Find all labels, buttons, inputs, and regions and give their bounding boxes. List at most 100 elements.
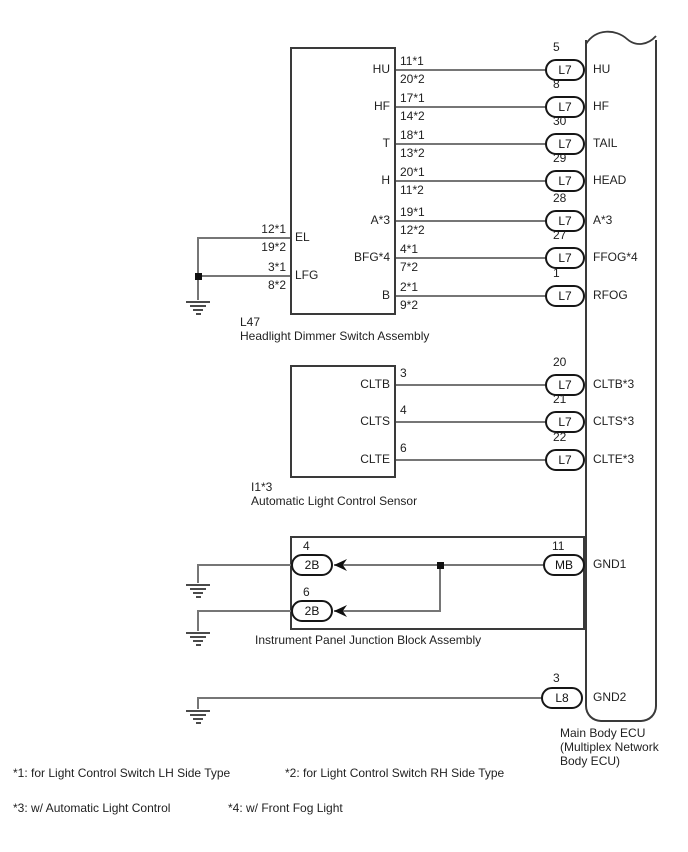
footnote-3: *3: w/ Automatic Light Control bbox=[13, 801, 171, 815]
wire bbox=[197, 237, 290, 239]
ecu-terminal-label: CLTB*3 bbox=[593, 377, 635, 391]
connector-oval: L7 bbox=[545, 247, 585, 269]
junction-relay-oval: 2B bbox=[291, 554, 333, 576]
ecu-break-squiggle-icon bbox=[585, 30, 657, 45]
ground-bar bbox=[190, 714, 206, 716]
wire bbox=[439, 565, 441, 611]
junction-pin-number: 6 bbox=[303, 585, 310, 599]
wire-code-top: 12*1 bbox=[261, 222, 286, 236]
junction-dot bbox=[195, 273, 202, 280]
footnote-1: *1: for Light Control Switch LH Side Typ… bbox=[13, 766, 231, 780]
wire bbox=[396, 257, 549, 259]
ecu-pin-number: 8 bbox=[553, 77, 560, 91]
wire-code-bottom: 20*2 bbox=[400, 72, 425, 86]
connector-oval: L7 bbox=[545, 59, 585, 81]
wire-code-top: 11*1 bbox=[400, 54, 424, 68]
wire-code-top: 3*1 bbox=[267, 260, 286, 274]
wire bbox=[197, 275, 290, 277]
dimmer-pin-label: LFG bbox=[295, 268, 319, 282]
ecu-name-line1: Main Body ECU bbox=[560, 726, 646, 740]
ecu-pin-number: 1 bbox=[553, 266, 560, 280]
sensor-pin-number: 4 bbox=[400, 403, 407, 417]
ecu-pin-number: 20 bbox=[553, 355, 567, 369]
wire-code-bottom: 13*2 bbox=[400, 146, 425, 160]
ecu-terminal-label: CLTE*3 bbox=[593, 452, 635, 466]
ground-wire bbox=[197, 565, 199, 583]
ground-bar bbox=[186, 584, 210, 586]
ground-wire bbox=[197, 698, 199, 709]
wire-code-top: 17*1 bbox=[400, 91, 425, 105]
wire bbox=[396, 421, 549, 423]
ecu-pin-number: 29 bbox=[553, 151, 567, 165]
ecu-pin-number: 30 bbox=[553, 114, 567, 128]
connector-oval: L8 bbox=[541, 687, 583, 709]
dimmer-code-label: L47 bbox=[240, 315, 261, 329]
junction-block-box bbox=[290, 536, 585, 630]
ecu-name-line3: Body ECU) bbox=[560, 754, 621, 768]
footnote-2: *2: for Light Control Switch RH Side Typ… bbox=[285, 766, 505, 780]
sensor-pin-label: CLTB bbox=[360, 377, 390, 391]
ecu-terminal-label: TAIL bbox=[593, 136, 618, 150]
ecu-pin-number: 27 bbox=[553, 228, 567, 242]
main-body-ecu-outline bbox=[585, 40, 657, 722]
ground-bar bbox=[186, 710, 210, 712]
wire-code-top: 4*1 bbox=[400, 242, 419, 256]
dimmer-pin-label: HF bbox=[374, 99, 390, 113]
junction-pin-number: 4 bbox=[303, 539, 310, 553]
ecu-terminal-label: CLTS*3 bbox=[593, 414, 635, 428]
connector-oval: L7 bbox=[545, 96, 585, 118]
junction-dot bbox=[437, 562, 444, 569]
sensor-pin-number: 6 bbox=[400, 441, 407, 455]
wire bbox=[396, 180, 549, 182]
wire-code-bottom: 14*2 bbox=[400, 109, 425, 123]
dimmer-name-label: Headlight Dimmer Switch Assembly bbox=[240, 329, 430, 343]
ground-wire bbox=[197, 238, 199, 300]
wire bbox=[396, 220, 549, 222]
connector-oval: L7 bbox=[545, 170, 585, 192]
connector-oval: MB bbox=[543, 554, 585, 576]
dimmer-pin-label: H bbox=[381, 173, 390, 187]
wire-code-bottom: 11*2 bbox=[400, 183, 424, 197]
headlight-dimmer-switch-box bbox=[290, 47, 396, 315]
connector-oval: L7 bbox=[545, 411, 585, 433]
wire-code-bottom: 8*2 bbox=[267, 278, 286, 292]
wire-code-bottom: 12*2 bbox=[400, 223, 425, 237]
ecu-name-line2: (Multiplex Network bbox=[560, 740, 659, 754]
wire bbox=[396, 384, 549, 386]
wire-code-bottom: 7*2 bbox=[400, 260, 419, 274]
ecu-pin-number: 11 bbox=[552, 539, 565, 553]
wire bbox=[396, 69, 549, 71]
connector-oval: L7 bbox=[545, 449, 585, 471]
ground-bar bbox=[193, 718, 203, 720]
sensor-code-label: I1*3 bbox=[251, 480, 273, 494]
ecu-name-label: Main Body ECU (Multiplex Network Body EC… bbox=[560, 726, 659, 768]
wire bbox=[197, 564, 291, 566]
dimmer-pin-label: B bbox=[381, 288, 390, 302]
ecu-terminal-label: A*3 bbox=[593, 213, 613, 227]
connector-oval: L7 bbox=[545, 210, 585, 232]
sensor-pin-label: CLTE bbox=[360, 452, 390, 466]
wire-code-top: 19*1 bbox=[400, 205, 425, 219]
sensor-name-label: Automatic Light Control Sensor bbox=[251, 494, 418, 508]
ecu-terminal-label: HF bbox=[593, 99, 609, 113]
ground-bar bbox=[193, 640, 203, 642]
wire-code-bottom: 19*2 bbox=[261, 240, 286, 254]
ground-wire bbox=[197, 611, 199, 631]
wire-code-top: 18*1 bbox=[400, 128, 425, 142]
wire bbox=[197, 697, 543, 699]
dimmer-pin-label: HU bbox=[372, 62, 390, 76]
ground-bar bbox=[195, 644, 201, 646]
ground-bar bbox=[195, 313, 201, 315]
junction-relay-oval: 2B bbox=[291, 600, 333, 622]
ecu-terminal-label: FFOG*4 bbox=[593, 250, 638, 264]
ecu-pin-number: 3 bbox=[553, 671, 560, 685]
junction-name-label: Instrument Panel Junction Block Assembly bbox=[255, 633, 482, 647]
wire-code-bottom: 9*2 bbox=[400, 298, 419, 312]
connector-oval: L7 bbox=[545, 133, 585, 155]
ground-bar bbox=[190, 636, 206, 638]
ecu-terminal-label: GND1 bbox=[593, 557, 627, 571]
ground-bar bbox=[195, 722, 201, 724]
footnote-4: *4: w/ Front Fog Light bbox=[228, 801, 343, 815]
ground-bar bbox=[193, 592, 203, 594]
